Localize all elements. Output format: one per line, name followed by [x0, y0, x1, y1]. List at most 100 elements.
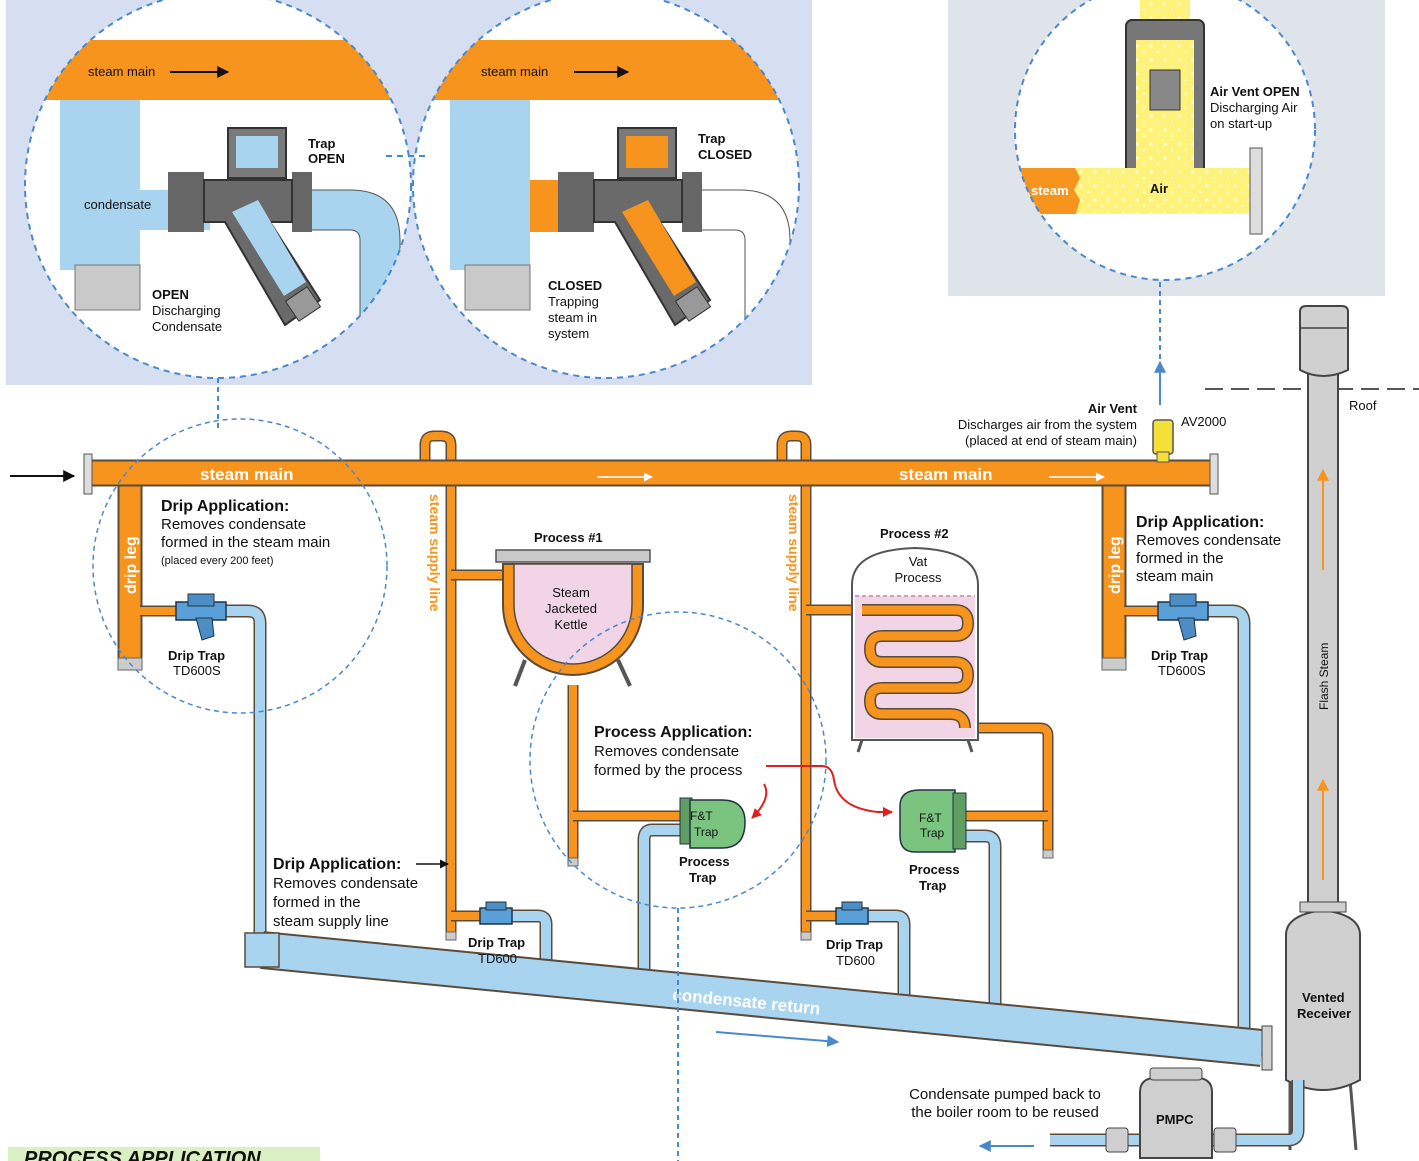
drip-app-supply-title: Drip Application: [273, 856, 401, 873]
label-open-title: OPEN [152, 287, 189, 302]
flange-right [1209, 453, 1219, 495]
label-process1: Process #1 [534, 530, 603, 545]
label-trap-closed-1: Trap [698, 131, 726, 146]
bottom-banner: PROCESS APPLICATION [8, 1147, 320, 1161]
inset-trap-closed: steam main Trap CLOSED CLOSED Trapping s… [412, 0, 800, 379]
label-process-trap-1b: Trap [689, 870, 717, 885]
label-drip-trap-right: Drip Trap [1151, 648, 1208, 663]
label-steam-main-right: steam main [899, 465, 993, 484]
drip-app-right-line3: steam main [1136, 568, 1214, 585]
drip-trap-td600-1 [479, 901, 513, 925]
drip-app-right-title: Drip Application: [1136, 514, 1264, 531]
air-vent-av2000 [1152, 419, 1174, 463]
label-drip-trap-mid2: Drip Trap [826, 937, 883, 952]
label-inset-steam: steam [1031, 183, 1069, 198]
label-closed-line2: steam in [548, 310, 597, 325]
label-td600s-left: TD600S [173, 663, 221, 678]
process-app-line2: formed by the process [594, 762, 742, 779]
label-air-vent-desc1: Discharges air from the system [958, 417, 1137, 432]
label-kettle-2: Jacketed [545, 601, 597, 616]
flash-steam-stack: Flash Steam [1299, 305, 1349, 911]
label-roof: Roof [1349, 398, 1377, 413]
label-td600-1: TD600 [478, 951, 517, 966]
label-pump-caption2: the boiler room to be reused [911, 1104, 1099, 1121]
inset-air-vent: Air Vent OPEN Discharging Air on start-u… [1014, 0, 1316, 281]
label-closed-title: CLOSED [548, 278, 602, 293]
label-inset-air: Air [1150, 181, 1168, 196]
label-condensate: condensate [84, 197, 151, 212]
label-receiver-1: Vented [1302, 990, 1345, 1005]
label-trap-closed-2: CLOSED [698, 147, 752, 162]
label-closed-line3: system [548, 326, 589, 341]
label-air-vent-desc2: (placed at end of steam main) [965, 433, 1137, 448]
label-drip-trap-mid1: Drip Trap [468, 935, 525, 950]
process-app-line1: Removes condensate [594, 743, 739, 760]
callout-drip-application [92, 418, 388, 714]
drip-app-supply-line3: steam supply line [273, 913, 389, 930]
label-ft-2a: F&T [919, 811, 942, 825]
label-steam-main-closed: steam main [481, 64, 548, 79]
label-drip-leg-left: drip leg [123, 536, 140, 594]
label-td600s-right: TD600S [1158, 663, 1206, 678]
label-air-vent-line2: on start-up [1210, 116, 1272, 131]
trap-open-body [168, 127, 322, 327]
drip-app-supply-line2: formed in the [273, 894, 361, 911]
ft-trap-process2 [899, 789, 967, 853]
label-steam-main-open: steam main [88, 64, 155, 79]
red-arrow-ft2 [766, 765, 893, 817]
label-av2000: AV2000 [1181, 414, 1226, 429]
red-arrow-ft1 [751, 783, 768, 819]
label-steam-supply-2: steam supply line [786, 494, 802, 612]
label-pump-caption1: Condensate pumped back to [909, 1086, 1101, 1103]
label-ft-1b: Trap [694, 825, 719, 839]
label-air-vent: Air Vent [1088, 401, 1138, 416]
label-pmpc: PMPC [1156, 1112, 1194, 1127]
drip-app-left-line2: formed in the steam main [161, 534, 330, 551]
process1-kettle [495, 549, 651, 687]
label-process2: Process #2 [880, 526, 949, 541]
drip-app-supply-line1: Removes condensate [273, 875, 418, 892]
process-app-title: Process Application: [594, 724, 753, 741]
label-vat-1: Vat [909, 554, 928, 569]
label-ft-1a: F&T [690, 809, 713, 823]
process2-vat [851, 546, 979, 753]
label-steam-supply-1: steam supply line [427, 494, 443, 612]
label-air-vent-open: Air Vent OPEN [1210, 84, 1300, 99]
label-td600-2: TD600 [836, 953, 875, 968]
label-process-trap-1a: Process [679, 854, 730, 869]
return-elbow [244, 932, 280, 968]
label-kettle-3: Kettle [554, 617, 587, 632]
bottom-banner-text: PROCESS APPLICATION [24, 1148, 261, 1161]
label-process-trap-2b: Trap [919, 878, 947, 893]
trap-closed-body [558, 127, 712, 327]
label-process-trap-2a: Process [909, 862, 960, 877]
flange-left [83, 453, 93, 495]
label-ft-2b: Trap [920, 826, 945, 840]
label-flash-steam: Flash Steam [1317, 643, 1331, 710]
drip-trap-td600s-right [1157, 593, 1209, 641]
vented-receiver [1261, 901, 1361, 1151]
callout-process-application [529, 611, 827, 909]
drip-leg-cap-right [1101, 657, 1127, 671]
label-receiver-2: Receiver [1297, 1006, 1351, 1021]
pmpc-pump [1050, 1067, 1265, 1159]
drip-trap-td600-2 [835, 901, 869, 925]
label-open-line1: Discharging [152, 303, 221, 318]
drip-app-right-line1: Removes condensate [1136, 532, 1281, 549]
ft-trap-process1 [679, 797, 746, 849]
label-kettle-1: Steam [552, 585, 590, 600]
drip-app-right-line2: formed in the [1136, 550, 1224, 567]
label-drip-trap-left: Drip Trap [168, 648, 225, 663]
condensate-piping [226, 604, 1264, 1067]
drip-app-left-line1: Removes condensate [161, 516, 306, 533]
label-drip-leg-right: drip leg [1107, 536, 1124, 594]
label-open-line2: Condensate [152, 319, 222, 334]
drip-trap-td600s-left [175, 593, 227, 641]
label-vat-2: Process [895, 570, 942, 585]
drip-app-left-title: Drip Application: [161, 498, 289, 515]
label-air-vent-line1: Discharging Air [1210, 100, 1298, 115]
label-closed-line1: Trapping [548, 294, 599, 309]
label-trap-open-2: OPEN [308, 151, 345, 166]
label-steam-main-left: steam main [200, 465, 294, 484]
